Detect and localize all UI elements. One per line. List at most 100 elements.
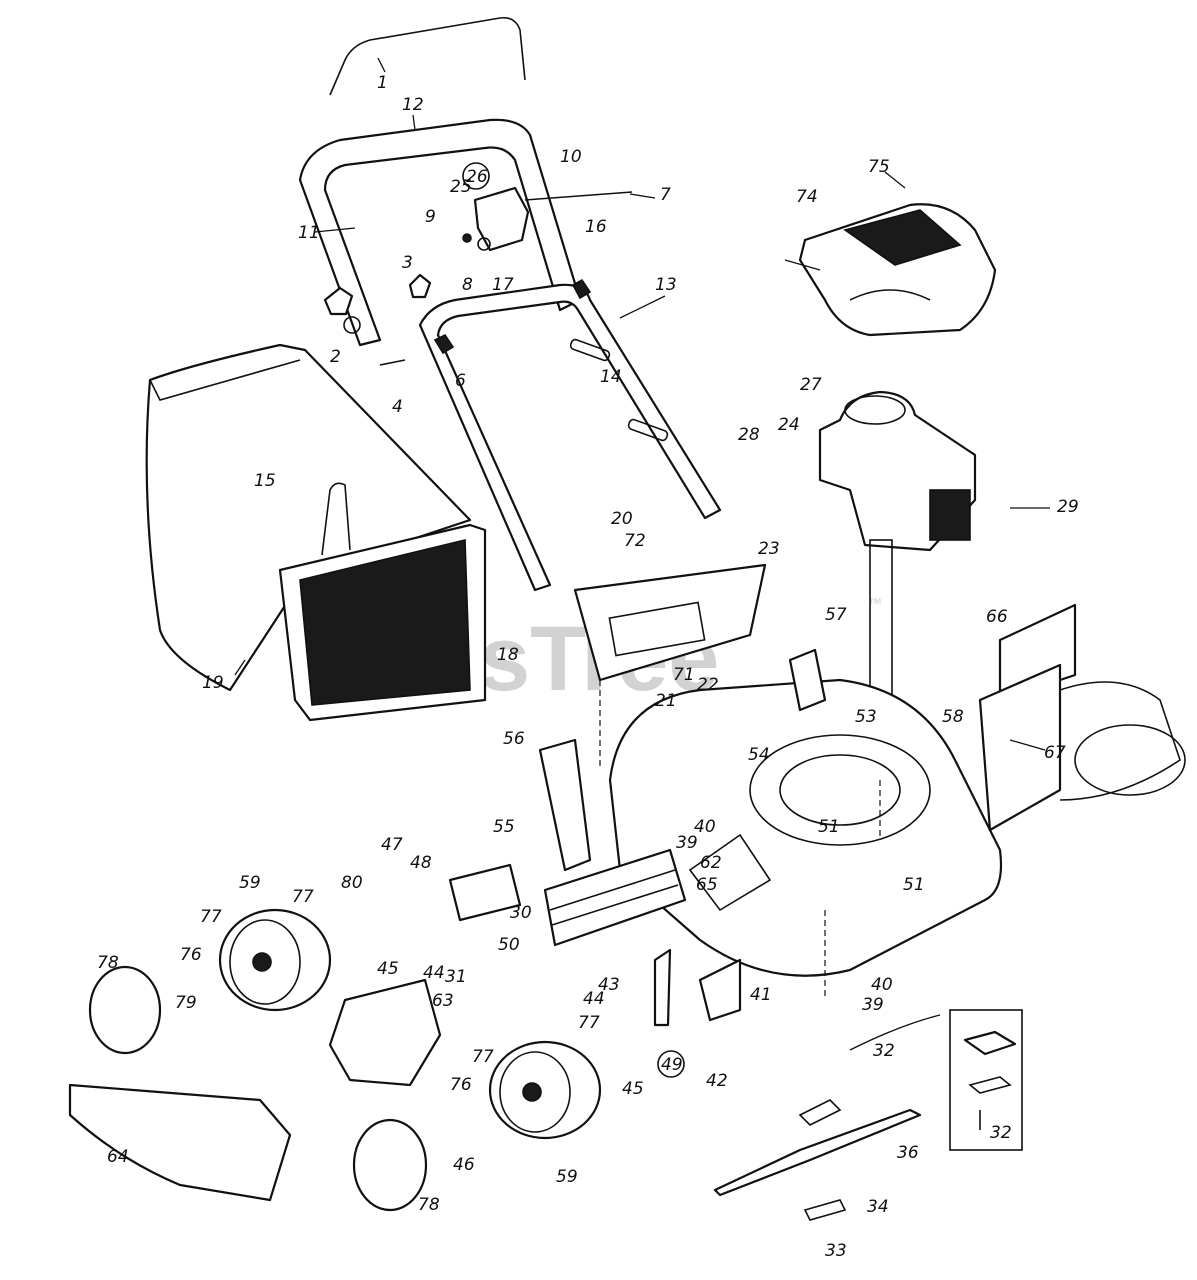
callout-7: 7 — [660, 185, 671, 205]
side-discharge-chute — [68, 1083, 292, 1202]
callout-55: 55 — [493, 817, 515, 837]
hubcap-front — [352, 1118, 428, 1212]
circle-26 — [462, 162, 490, 190]
callout-36: 36 — [897, 1143, 919, 1163]
callout-3: 3 — [402, 253, 413, 273]
callout-76b: 76 — [450, 1075, 472, 1095]
callout-20: 20 — [611, 509, 633, 529]
blade-adapter-inset — [949, 1009, 1023, 1151]
callout-18: 18 — [497, 645, 519, 665]
callout-28: 28 — [738, 425, 760, 445]
callout-51b: 51 — [903, 875, 925, 895]
callout-9: 9 — [425, 207, 436, 227]
callout-57: 57 — [825, 605, 847, 625]
callout-59b: 59 — [556, 1167, 578, 1187]
callout-29: 29 — [1057, 497, 1079, 517]
callout-74: 74 — [796, 187, 818, 207]
callout-24: 24 — [778, 415, 800, 435]
callout-62: 62 — [700, 853, 722, 873]
rear-wheel-left — [218, 908, 332, 1012]
callout-32-blade: 32 — [873, 1041, 895, 1061]
callout-21: 21 — [655, 691, 677, 711]
height-adjusters — [448, 648, 827, 1027]
callout-80: 80 — [341, 873, 363, 893]
callout-75: 75 — [868, 157, 890, 177]
circle-49 — [657, 1050, 685, 1078]
callout-54: 54 — [748, 745, 770, 765]
callout-1: 1 — [377, 73, 388, 93]
callout-26: 26 — [466, 167, 488, 187]
callout-14: 14 — [600, 367, 622, 387]
callout-77a: 77 — [200, 907, 222, 927]
engine-cover — [798, 203, 997, 337]
callout-30: 30 — [510, 903, 532, 923]
callout-32-inset: 32 — [990, 1123, 1012, 1143]
callout-33: 33 — [825, 1241, 847, 1261]
callout-27: 27 — [800, 375, 822, 395]
callout-4: 4 — [392, 397, 403, 417]
callout-13: 13 — [655, 275, 677, 295]
mulch-plug — [328, 978, 442, 1087]
side-panels — [978, 603, 1186, 832]
watermark-trademark: ™ — [868, 595, 882, 611]
callout-48: 48 — [410, 853, 432, 873]
callout-40b: 40 — [871, 975, 893, 995]
callout-leaders — [234, 57, 1050, 751]
callout-15: 15 — [254, 471, 276, 491]
lower-handle — [418, 278, 722, 592]
callout-46: 46 — [453, 1155, 475, 1175]
callout-25: 25 — [450, 177, 472, 197]
callout-41: 41 — [750, 985, 772, 1005]
callout-43: 43 — [598, 975, 620, 995]
callout-31: 31 — [445, 967, 467, 987]
callout-39a: 39 — [676, 833, 698, 853]
mower-deck — [608, 678, 1003, 977]
callout-2: 2 — [330, 347, 341, 367]
assembly-lines — [599, 680, 881, 1000]
callout-44a: 44 — [423, 963, 445, 983]
callout-77b: 77 — [292, 887, 314, 907]
inset-arrow — [849, 1014, 941, 1051]
callout-58: 58 — [942, 707, 964, 727]
grass-catcher — [145, 343, 487, 722]
callout-67: 67 — [1044, 743, 1066, 763]
callout-44b: 44 — [583, 989, 605, 1009]
callout-45b: 45 — [622, 1079, 644, 1099]
callout-34: 34 — [867, 1197, 889, 1217]
door-frame — [573, 563, 767, 682]
callout-77d: 77 — [472, 1047, 494, 1067]
callout-53: 53 — [855, 707, 877, 727]
callout-6: 6 — [455, 371, 466, 391]
callout-79: 79 — [175, 993, 197, 1013]
callout-19: 19 — [202, 673, 224, 693]
callout-78a: 78 — [97, 953, 119, 973]
callout-50: 50 — [498, 935, 520, 955]
handle-knob — [323, 273, 432, 366]
callout-39b: 39 — [862, 995, 884, 1015]
callout-47: 47 — [381, 835, 403, 855]
rear-deflector — [543, 848, 687, 947]
callout-51a: 51 — [818, 817, 840, 837]
callout-40a: 40 — [694, 817, 716, 837]
callout-77c: 77 — [578, 1013, 600, 1033]
callout-76a: 76 — [180, 945, 202, 965]
callout-12: 12 — [402, 95, 424, 115]
engine — [818, 390, 977, 781]
blade — [713, 1099, 922, 1221]
callout-42: 42 — [706, 1071, 728, 1091]
callout-17: 17 — [492, 275, 514, 295]
callout-8: 8 — [462, 275, 473, 295]
callout-56: 56 — [503, 729, 525, 749]
callout-59a: 59 — [239, 873, 261, 893]
control-housing — [462, 186, 633, 252]
callout-45a: 45 — [377, 959, 399, 979]
callout-23: 23 — [758, 539, 780, 559]
callout-16: 16 — [585, 217, 607, 237]
callout-11: 11 — [298, 223, 320, 243]
callout-63: 63 — [432, 991, 454, 1011]
callout-64: 64 — [107, 1147, 129, 1167]
upper-handle — [298, 16, 582, 347]
hubcap-left — [88, 965, 162, 1055]
front-wheel — [488, 1040, 602, 1140]
